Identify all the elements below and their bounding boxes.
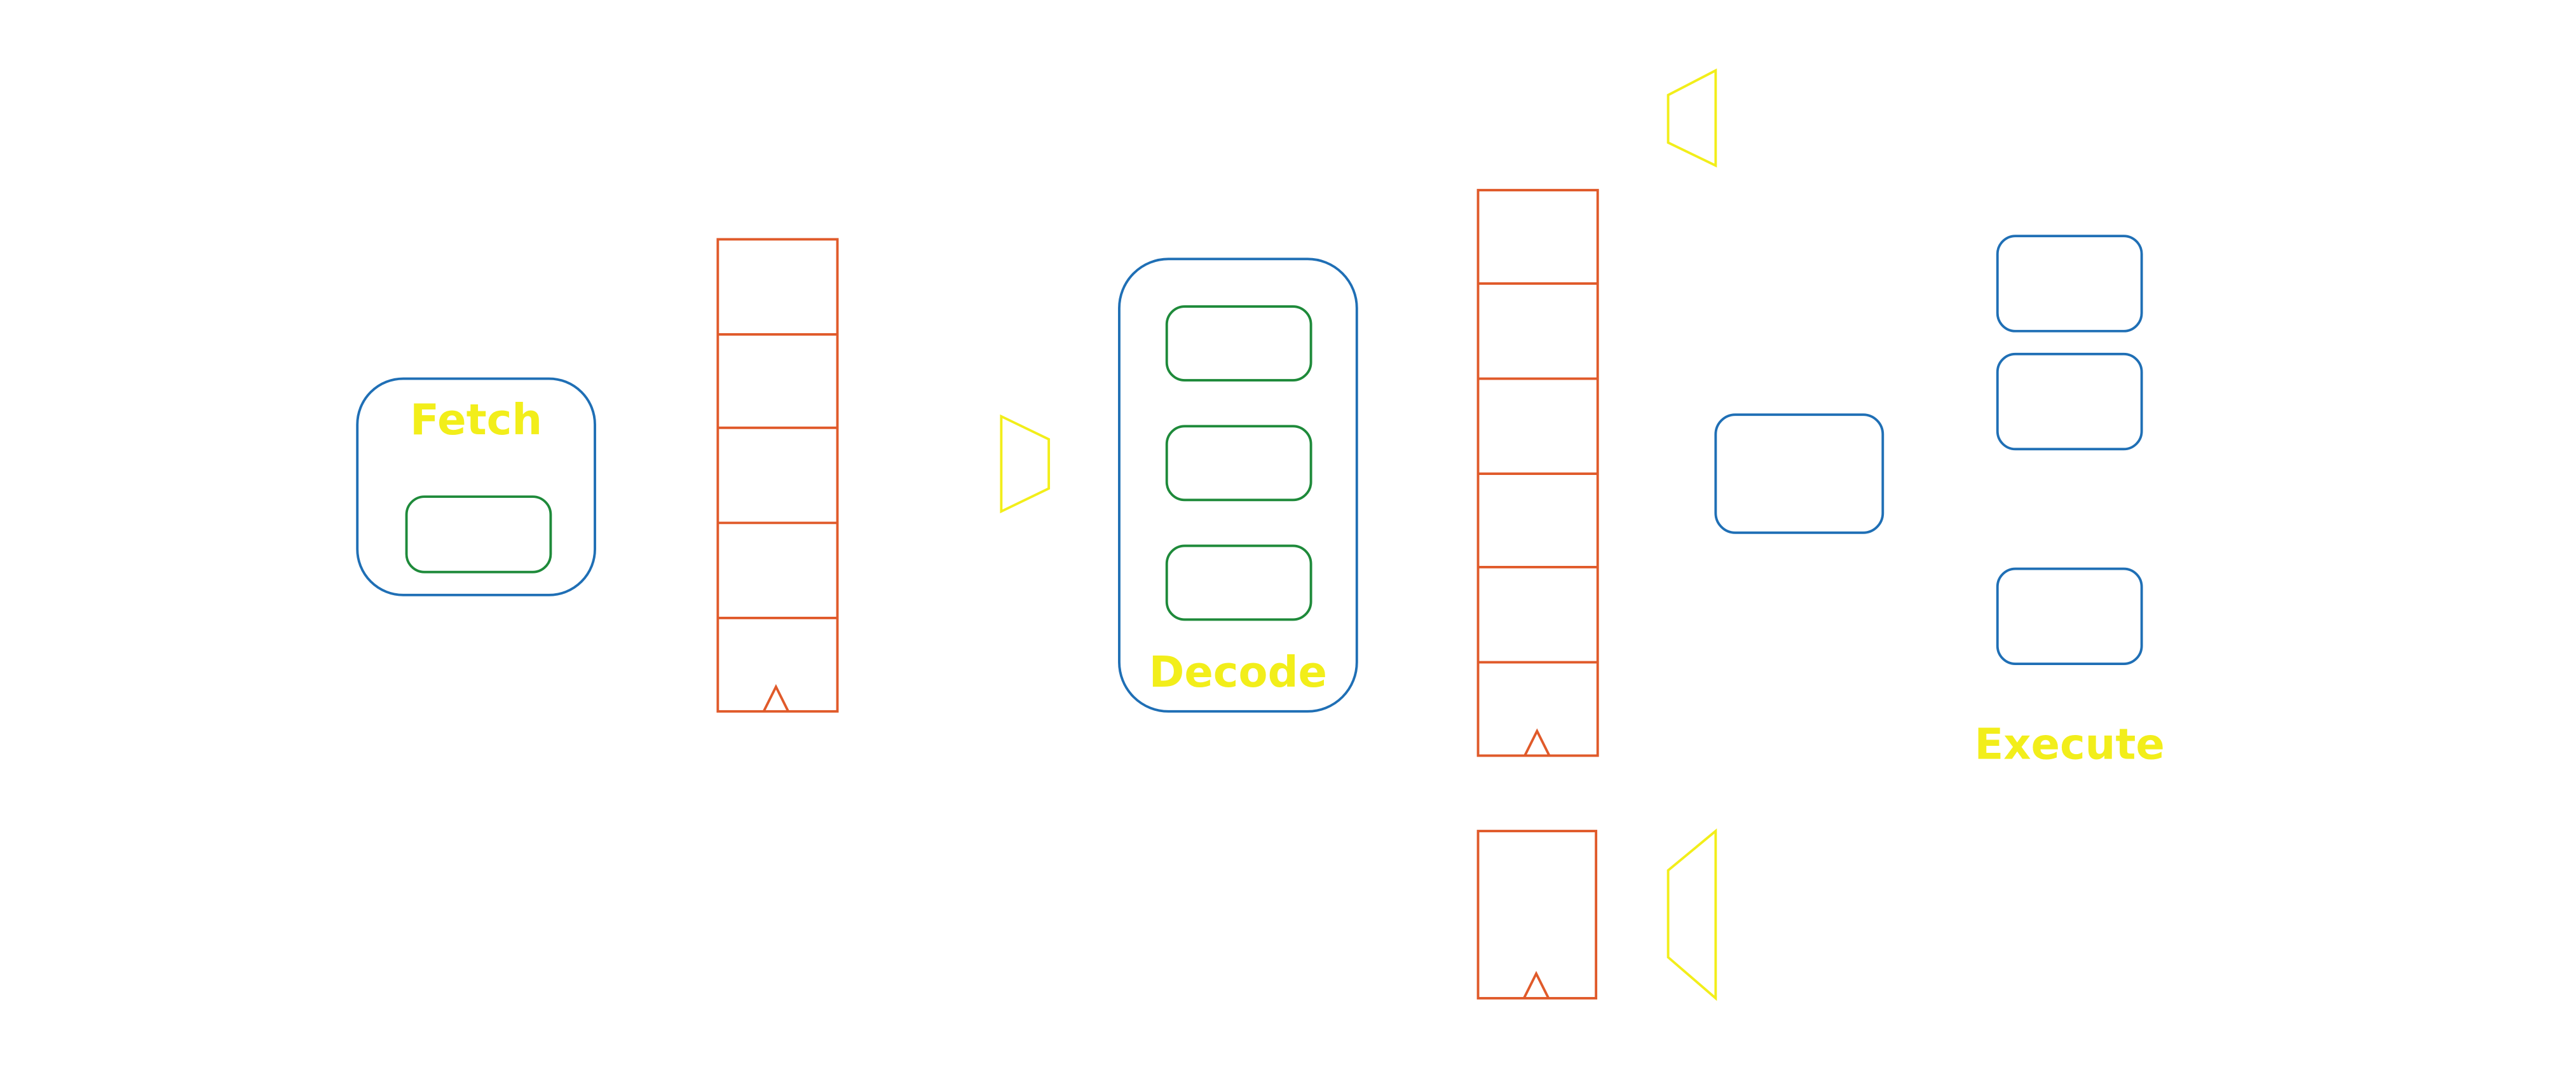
trapezoid-mux-icon — [1666, 68, 1717, 168]
execute-label: Execute — [1975, 720, 2165, 769]
fetch-stage: Fetch — [356, 377, 596, 596]
decode-execute-register — [1476, 189, 1599, 757]
decode-stage: Decode — [1118, 258, 1358, 713]
decode-unit-box — [1165, 425, 1312, 502]
decode-stage-box — [1118, 258, 1358, 713]
decode-unit-box — [1165, 544, 1312, 621]
fetch-unit-box — [405, 495, 552, 574]
triangle-clock-icon — [1522, 970, 1550, 999]
execute-stage: Execute — [1975, 235, 2165, 769]
trapezoid-mux-icon — [1000, 414, 1051, 514]
decode-unit-box — [1165, 305, 1312, 382]
register-frame — [1476, 830, 1598, 1000]
trapezoid-mux-icon — [1666, 828, 1717, 1001]
triangle-clock-icon — [762, 684, 789, 712]
decode-label: Decode — [1149, 647, 1327, 697]
triangle-clock-icon — [1523, 728, 1551, 757]
fetch-decode-register — [716, 238, 839, 713]
execute-unit-box — [1996, 235, 2143, 333]
execute-unit-box — [1996, 352, 2143, 451]
register-frame — [716, 238, 839, 713]
fetch-stage-box — [356, 377, 596, 596]
execute-alu-box — [1714, 413, 1884, 534]
fetch-label: Fetch — [410, 395, 542, 444]
bottom-register — [1476, 830, 1598, 1000]
execute-unit-box — [1996, 567, 2143, 666]
